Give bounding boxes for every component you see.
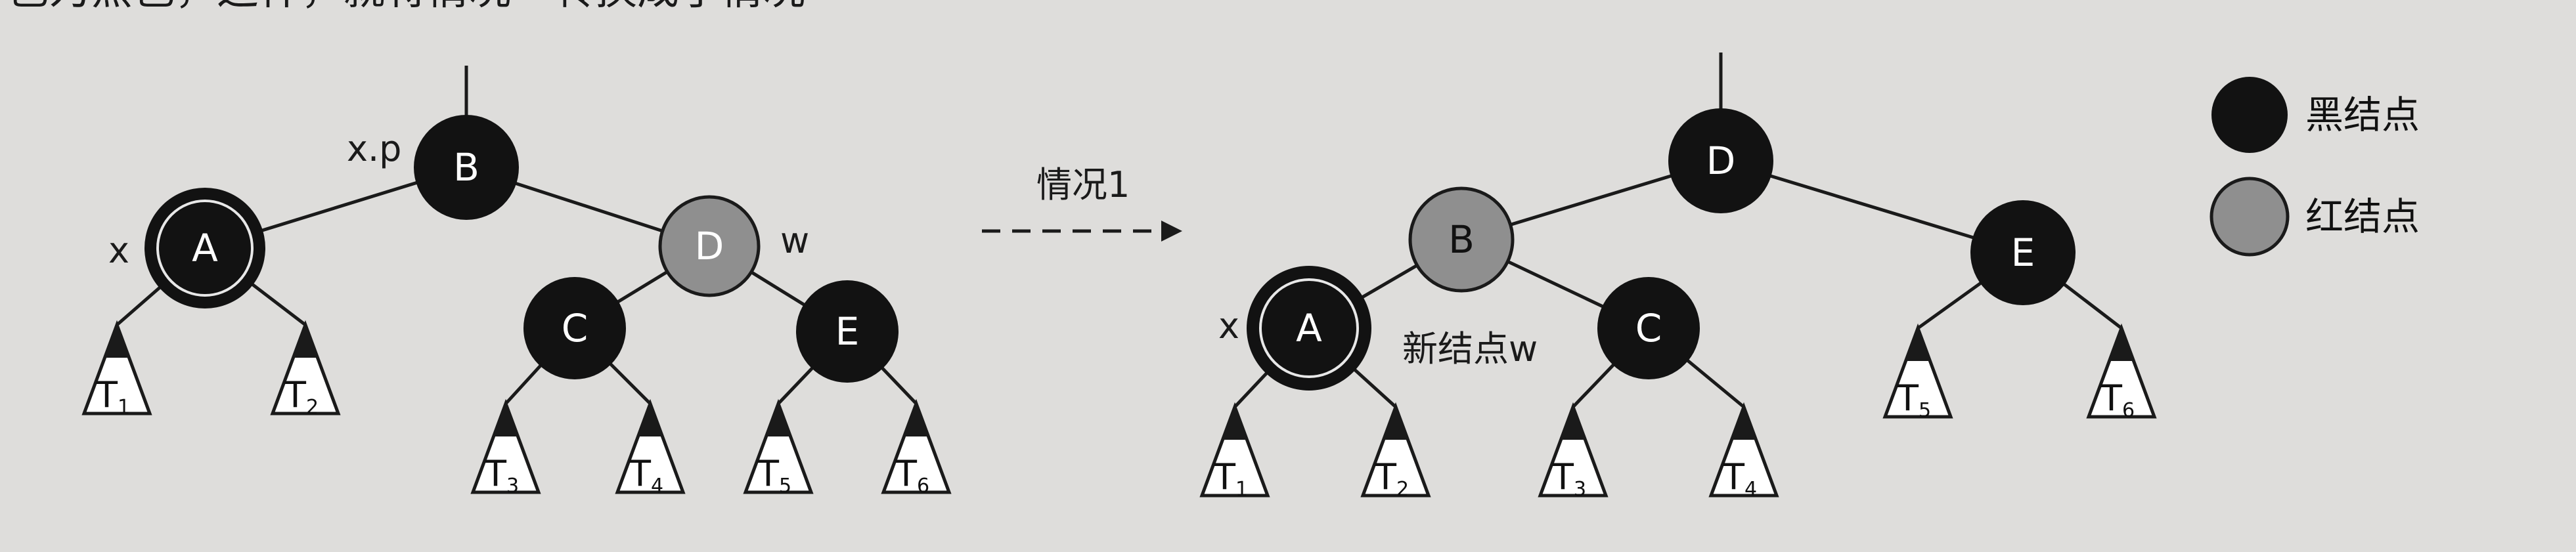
legend: 黑结点 红结点 (2210, 77, 2420, 257)
right-node-c-label: C (1635, 306, 1662, 350)
right-node-e-label: E (2011, 230, 2035, 275)
left-label-xp: x.p (347, 128, 401, 169)
svg-text:T5: T5 (1896, 377, 1931, 422)
right-label-new-w: 新结点w (1402, 328, 1538, 370)
leaf-t5: T5 (743, 398, 814, 498)
right-node-d: D (1668, 108, 1773, 213)
right-node-b: B (1408, 186, 1515, 293)
leaf-t2-letter: T (284, 374, 307, 415)
legend-red-label: 红结点 (2305, 194, 2420, 239)
leaf-t4-sub: 4 (651, 475, 663, 498)
svg-text:T4: T4 (1722, 456, 1757, 501)
right-node-a-label: A (1296, 306, 1322, 350)
leaf-t6-sub: 6 (917, 475, 929, 498)
leaf-t1: T1 (81, 320, 152, 419)
legend-red-swatch (2210, 177, 2290, 257)
arrow-head (1161, 221, 1182, 242)
right-leaf-t6-sub: 6 (2122, 399, 2135, 422)
left-node-c-label: C (562, 306, 588, 350)
left-leaves: T1 T2 T3 T4 T5 T6 (81, 320, 952, 498)
leaf-t4: T4 (615, 398, 686, 498)
right-leaf-t3: T3 (1538, 402, 1609, 501)
left-node-e: E (796, 280, 899, 383)
right-leaf-t6-letter: T (2100, 377, 2123, 419)
svg-text:T2: T2 (1374, 456, 1409, 501)
right-nodes: D B E A C (1247, 108, 2076, 391)
left-label-w: w (780, 220, 809, 261)
leaf-t3-sub: 3 (506, 475, 519, 498)
svg-text:T5: T5 (757, 453, 791, 498)
leaf-t1-sub: 1 (118, 396, 130, 419)
svg-text:T3: T3 (1551, 456, 1586, 501)
arrow-label: 情况1 (1036, 164, 1130, 205)
svg-text:T4: T4 (629, 453, 663, 498)
right-leaf-t5: T5 (1882, 323, 1953, 422)
svg-text:T3: T3 (484, 453, 519, 498)
right-node-d-label: D (1706, 138, 1736, 183)
right-leaf-t4: T4 (1708, 402, 1779, 501)
svg-text:T6: T6 (895, 453, 929, 498)
leaf-t6: T6 (881, 398, 952, 498)
right-leaf-t3-sub: 3 (1574, 478, 1586, 501)
right-leaf-t1-sub: 1 (1235, 478, 1248, 501)
left-label-x: x (108, 230, 129, 271)
left-nodes: A B D C E (144, 115, 899, 383)
svg-text:T1: T1 (1213, 456, 1248, 501)
right-leaf-t4-letter: T (1722, 456, 1745, 498)
leaf-t3: T3 (470, 398, 541, 498)
header-text: 色为黑色，这样，就将情况一转换成了情况 (7, 0, 805, 14)
left-node-a-label: A (192, 226, 218, 270)
right-leaf-t2-letter: T (1374, 456, 1397, 498)
right-leaf-t4-sub: 4 (1744, 478, 1757, 501)
left-node-d: D (658, 195, 761, 297)
right-leaf-t1-letter: T (1213, 456, 1236, 498)
legend-black-label: 黑结点 (2305, 93, 2420, 137)
left-node-e-label: E (835, 309, 860, 354)
right-leaves: T1 T2 T3 T4 T5 T6 (1199, 323, 2157, 501)
right-node-e: E (1970, 200, 2076, 305)
right-leaf-t2: T2 (1360, 402, 1431, 501)
edge-d-e-r (1720, 159, 2024, 255)
right-leaf-t5-sub: 5 (1919, 399, 1931, 422)
svg-text:T1: T1 (95, 374, 130, 419)
left-node-b: B (414, 115, 519, 220)
leaf-t5-letter: T (757, 453, 780, 494)
legend-black-swatch (2211, 77, 2288, 153)
leaf-t4-letter: T (629, 453, 652, 494)
leaf-t2-sub: 2 (306, 396, 319, 419)
leaf-t5-sub: 5 (779, 475, 791, 498)
transition-arrow: 情况1 (982, 164, 1182, 242)
legend-black: 黑结点 (2211, 77, 2420, 153)
svg-text:T6: T6 (2100, 377, 2135, 422)
left-node-b-label: B (453, 145, 479, 190)
right-leaf-t3-letter: T (1551, 456, 1574, 498)
left-node-d-label: D (695, 224, 724, 268)
svg-text:T2: T2 (284, 374, 319, 419)
right-leaf-t2-sub: 2 (1396, 478, 1409, 501)
legend-red: 红结点 (2210, 177, 2420, 257)
leaf-t2: T2 (270, 320, 341, 419)
right-label-x: x (1218, 305, 1239, 347)
left-node-a: A (144, 188, 265, 308)
leaf-t1-letter: T (95, 374, 118, 415)
left-node-c: C (523, 277, 626, 379)
right-leaf-t5-letter: T (1896, 377, 1919, 419)
right-node-b-label: B (1448, 217, 1475, 262)
leaf-t6-letter: T (895, 453, 918, 494)
right-leaf-t1: T1 (1199, 402, 1270, 501)
right-node-a: A (1247, 266, 1371, 391)
leaf-t3-letter: T (484, 453, 507, 494)
right-node-c: C (1597, 277, 1700, 379)
right-leaf-t6: T6 (2086, 323, 2157, 422)
